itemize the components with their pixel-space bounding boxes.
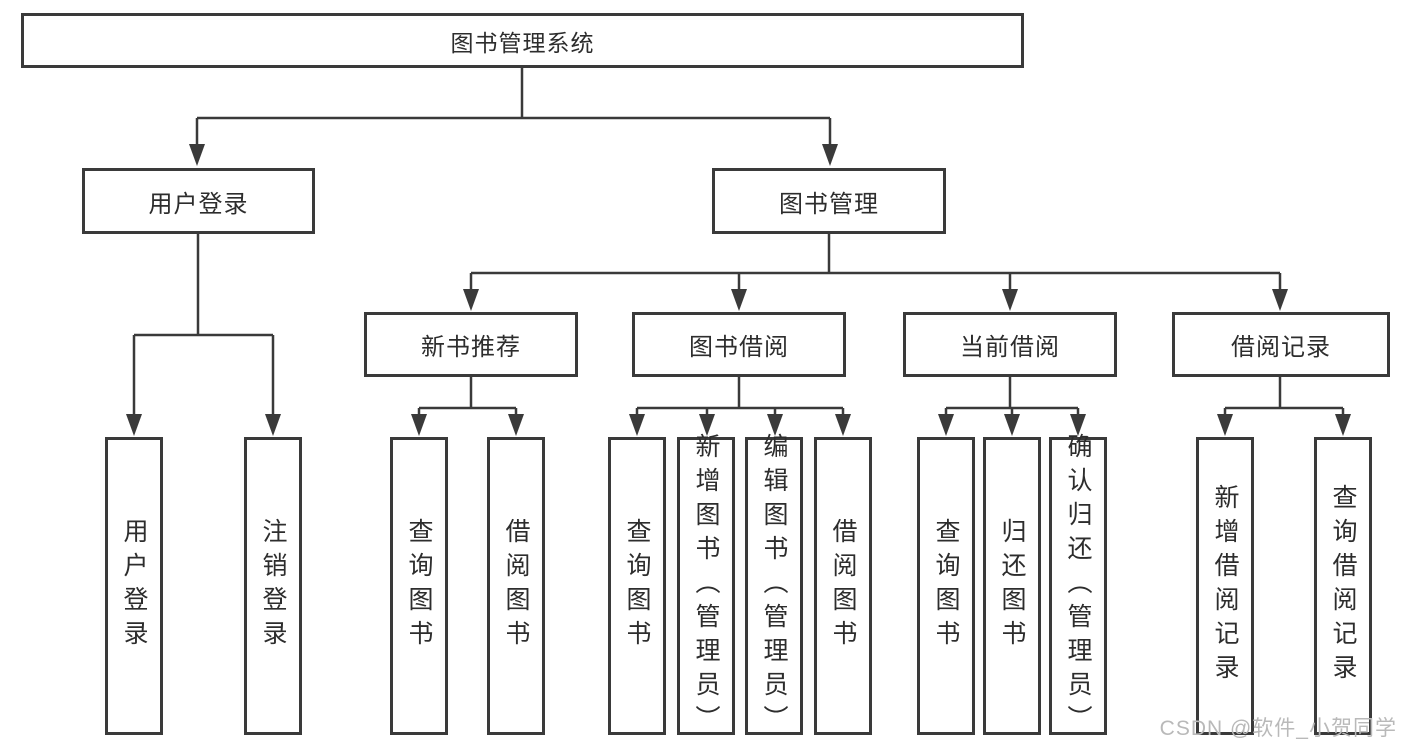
node-current-borrow: 当前借阅 [903, 312, 1117, 377]
leaf-label: 注销登录 [259, 518, 287, 654]
arrow-down-icon [411, 414, 427, 436]
leaf-edit-books-admin: 编辑图书（管理员） [745, 433, 803, 739]
leaf-label: 确认归还（管理员） [1064, 433, 1092, 739]
leaf-label: 编辑图书（管理员） [760, 433, 788, 739]
connector-new-book-recommend-to-leaves [411, 377, 524, 436]
leaf-return-books: 归还图书 [983, 437, 1041, 735]
leaf-add-borrow-record: 新增借阅记录 [1196, 437, 1254, 735]
connector-book-management-to-level3 [463, 234, 1288, 311]
leaf-query-books: 查询图书 [917, 437, 975, 735]
node-label: 图书借阅 [689, 334, 789, 361]
arrow-down-icon [938, 414, 954, 436]
node-label: 用户登录 [148, 190, 249, 218]
connector-root-to-level2 [189, 68, 838, 166]
leaf-query-books: 查询图书 [608, 437, 666, 735]
arrow-down-icon [1217, 414, 1233, 436]
arrow-down-icon [731, 289, 747, 311]
leaf-label: 借阅图书 [829, 518, 857, 654]
connector-user-login-to-leaves [126, 234, 281, 436]
node-label: 新书推荐 [421, 334, 521, 361]
node-new-book-recommend: 新书推荐 [364, 312, 578, 377]
arrow-down-icon [1272, 289, 1288, 311]
node-book-borrow: 图书借阅 [632, 312, 846, 377]
leaf-label: 新增图书（管理员） [692, 433, 720, 739]
arrow-down-icon [265, 414, 281, 436]
leaf-label: 查询图书 [623, 518, 651, 654]
connector-current-borrow-to-leaves [938, 377, 1086, 436]
leaf-query-books: 查询图书 [390, 437, 448, 735]
node-label: 图书管理系统 [450, 29, 595, 56]
leaf-label: 查询图书 [932, 518, 960, 654]
leaf-label: 查询图书 [405, 518, 433, 654]
leaf-borrow-books: 借阅图书 [487, 437, 545, 735]
leaf-confirm-return-admin: 确认归还（管理员） [1049, 433, 1107, 739]
arrow-down-icon [699, 414, 715, 436]
arrow-down-icon [463, 289, 479, 311]
arrow-down-icon [835, 414, 851, 436]
arrow-down-icon [508, 414, 524, 436]
leaf-borrow-books: 借阅图书 [814, 437, 872, 735]
leaf-logout: 注销登录 [244, 437, 302, 735]
arrow-down-icon [1002, 289, 1018, 311]
arrow-down-icon [1335, 414, 1351, 436]
leaf-label: 新增借阅记录 [1211, 484, 1239, 688]
arrow-down-icon [822, 144, 838, 166]
connector-book-borrow-to-leaves [629, 377, 851, 436]
node-label: 当前借阅 [960, 334, 1060, 361]
watermark: CSDN @软件_小贺同学 [1159, 717, 1397, 740]
leaf-user-login: 用户登录 [105, 437, 163, 735]
node-book-management: 图书管理 [712, 168, 946, 234]
node-borrow-records: 借阅记录 [1172, 312, 1390, 377]
leaf-query-borrow-record: 查询借阅记录 [1314, 437, 1372, 735]
arrow-down-icon [126, 414, 142, 436]
arrow-down-icon [767, 414, 783, 436]
node-user-login: 用户登录 [82, 168, 315, 234]
leaf-label: 查询借阅记录 [1329, 484, 1357, 688]
arrow-down-icon [1004, 414, 1020, 436]
leaf-label: 借阅图书 [502, 518, 530, 654]
node-label: 图书管理 [779, 190, 879, 218]
leaf-label: 用户登录 [120, 518, 148, 654]
node-library-system: 图书管理系统 [21, 13, 1024, 68]
connector-borrow-records-to-leaves [1217, 377, 1351, 436]
leaf-label: 归还图书 [998, 518, 1026, 654]
arrow-down-icon [189, 144, 205, 166]
arrow-down-icon [1070, 414, 1086, 436]
node-label: 借阅记录 [1231, 334, 1331, 361]
arrow-down-icon [629, 414, 645, 436]
leaf-add-books-admin: 新增图书（管理员） [677, 433, 735, 739]
